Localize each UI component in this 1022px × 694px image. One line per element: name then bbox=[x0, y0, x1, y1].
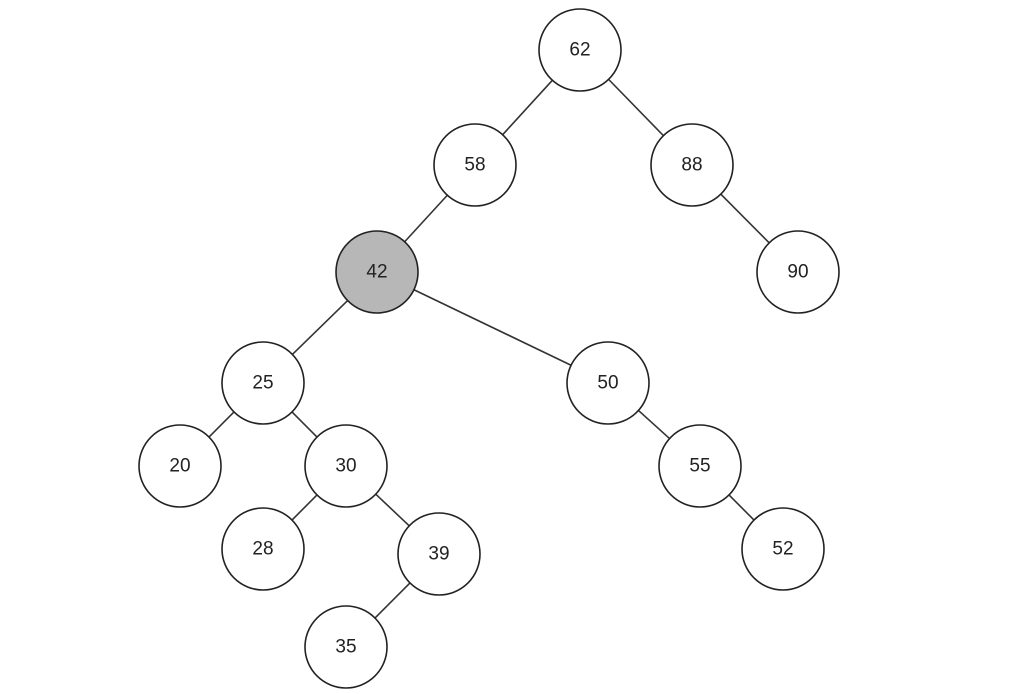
node-circle bbox=[397, 512, 481, 596]
edge-39-35 bbox=[374, 582, 411, 619]
node-label: 30 bbox=[335, 456, 356, 477]
node-label: 42 bbox=[366, 262, 387, 283]
tree-nodes: 62 58 88 90 42 25 50 20 30 55 28 39 52 35 bbox=[138, 8, 840, 689]
node-circle bbox=[658, 424, 742, 508]
node-label: 88 bbox=[681, 155, 702, 176]
tree-node-28: 28 bbox=[221, 507, 305, 591]
tree-node-52: 52 bbox=[741, 507, 825, 591]
edge-42-25 bbox=[291, 300, 349, 355]
tree-node-88: 88 bbox=[650, 123, 734, 207]
tree-node-25: 25 bbox=[221, 341, 305, 425]
tree-node-42: 42 bbox=[335, 230, 419, 314]
node-circle bbox=[138, 424, 222, 508]
edge-55-52 bbox=[728, 494, 755, 521]
node-label: 90 bbox=[787, 262, 808, 283]
edge-42-50 bbox=[413, 289, 572, 366]
tree-node-20: 20 bbox=[138, 424, 222, 508]
node-circle bbox=[221, 507, 305, 591]
node-label: 20 bbox=[169, 456, 190, 477]
node-label: 58 bbox=[464, 155, 485, 176]
highlighted-node-circle bbox=[335, 230, 419, 314]
edge-25-30 bbox=[291, 411, 318, 438]
tree-node-30: 30 bbox=[304, 424, 388, 508]
tree-node-39: 39 bbox=[397, 512, 481, 596]
edge-58-42 bbox=[404, 194, 448, 243]
node-circle bbox=[304, 424, 388, 508]
edge-30-39 bbox=[375, 493, 410, 527]
edge-62-58 bbox=[502, 79, 553, 136]
tree-node-55: 55 bbox=[658, 424, 742, 508]
node-label: 35 bbox=[335, 637, 356, 658]
tree-node-50: 50 bbox=[566, 341, 650, 425]
node-label: 55 bbox=[689, 456, 710, 477]
node-circle bbox=[221, 341, 305, 425]
node-circle bbox=[741, 507, 825, 591]
node-circle bbox=[304, 605, 388, 689]
edge-62-88 bbox=[608, 78, 664, 137]
node-circle bbox=[538, 8, 622, 92]
edge-25-20 bbox=[208, 411, 235, 438]
edge-50-55 bbox=[637, 409, 671, 440]
tree-node-58: 58 bbox=[433, 123, 517, 207]
tree-node-62: 62 bbox=[538, 8, 622, 92]
node-label: 28 bbox=[252, 539, 273, 560]
node-circle bbox=[650, 123, 734, 207]
node-label: 62 bbox=[569, 40, 590, 61]
node-circle bbox=[433, 123, 517, 207]
tree-node-35: 35 bbox=[304, 605, 388, 689]
node-circle bbox=[566, 341, 650, 425]
node-label: 39 bbox=[428, 544, 449, 565]
tree-node-90: 90 bbox=[756, 230, 840, 314]
edge-30-28 bbox=[291, 494, 318, 521]
node-label: 25 bbox=[252, 373, 273, 394]
node-circle bbox=[756, 230, 840, 314]
node-label: 52 bbox=[772, 539, 793, 560]
node-label: 50 bbox=[597, 373, 618, 394]
tree-edges bbox=[208, 78, 770, 619]
edge-88-90 bbox=[720, 193, 770, 244]
